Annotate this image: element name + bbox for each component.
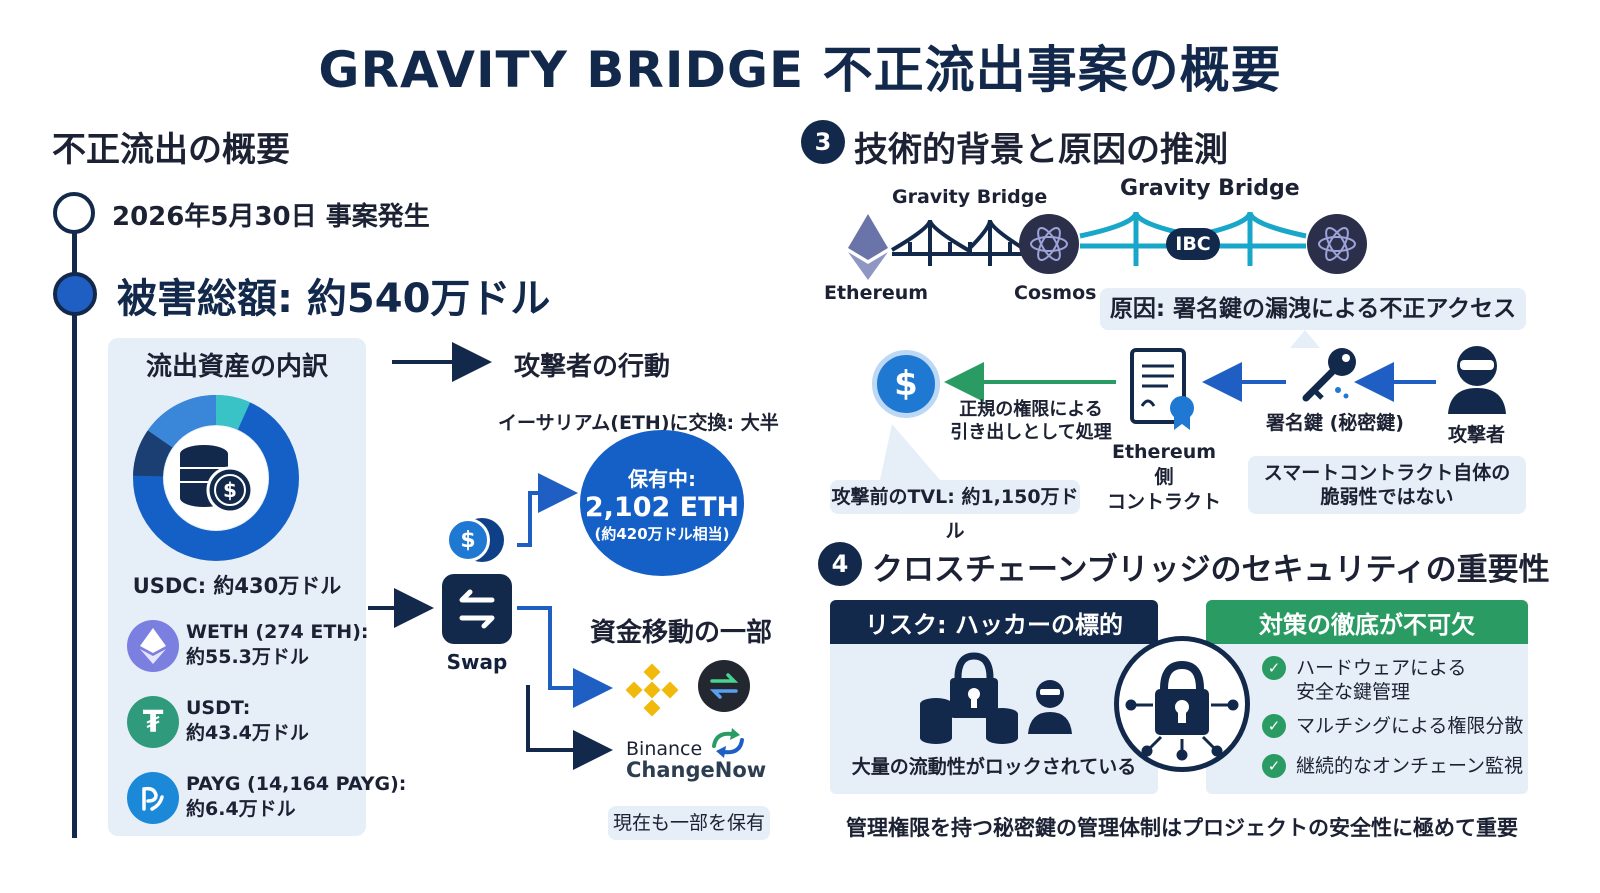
contract-document-icon [1128,346,1198,430]
page-title: GRAVITY BRIDGE 不正流出事案の概要 [318,41,1282,99]
check-icon: ✓ [1262,754,1286,778]
measure-item: ✓ ハードウェアによる 安全な鍵管理 [1262,656,1524,704]
check-icon: ✓ [1262,656,1286,680]
not-vuln-line1: スマートコントラクト自体の [1263,462,1511,484]
risk-caption: 大量の流動性がロックされている [851,756,1137,778]
usdc-amount: USDC: 約430万ドル [132,574,342,598]
coin-stack-icon: $ [180,445,254,514]
total-damage: 被害総額: 約540万ドル [117,276,551,322]
withdraw-text: 正規の権限による 引き出しとして処理 [948,398,1114,444]
contract-label: Ethereum側 コントラクト [1104,440,1224,515]
movement-heading: 資金移動の一部 [590,618,773,648]
ethereum-icon [127,620,179,672]
usd-coins-icon: $ [446,518,504,564]
measure-text: ハードウェアによる 安全な鍵管理 [1296,657,1467,703]
cause-flow-arrows [880,330,1436,480]
measures-header: 対策の徹底が不可欠 [1206,600,1528,644]
tether-icon: ₮ [127,696,179,748]
incident-date: 2026年5月30日 事案発生 [112,202,430,232]
holding-usd: (約420万ドル相当) [594,524,730,543]
withdraw-line2: 引き出しとして処理 [950,422,1112,443]
ethereum-label: Ethereum [824,282,929,304]
changenow-text: ChangeNow [626,758,767,782]
section3-heading: 技術的背景と原因の推測 [854,130,1228,170]
changenow-label: ChangeNow [626,758,766,782]
asset-usdt-name: USDT: [186,697,251,719]
measure-item: ✓ 継続的なオンチェーン監視 [1262,754,1524,778]
cosmos-label: Cosmos [1014,282,1097,304]
asset-payg-value: 約6.4万ドル [186,798,296,820]
check-icon: ✓ [1262,714,1286,738]
still-holding-badge: 現在も一部を保有 [608,806,770,840]
cosmos-logo-right [1307,214,1367,274]
not-vuln-line2: 脆弱性ではない [1320,486,1454,508]
measure-item: ✓ マルチシグによる権限分散 [1262,714,1524,738]
section3-number: 3 [801,120,845,164]
timeline-dot-open [53,192,95,234]
timeline-dot-filled [53,272,97,316]
asset-weth-name: WETH (274 ETH): [186,621,369,643]
measure-text: 継続的なオンチェーン監視 [1296,755,1524,777]
exchange-label: イーサリアム(ETH)に交換: 大半 [498,412,779,434]
contract-line2: コントラクト [1106,491,1221,513]
changenow-icon [698,660,750,712]
locked-liquidity-icon [920,652,1072,744]
measure-text: マルチシグによる権限分散 [1296,715,1524,737]
breakdown-heading: 流出資産の内訳 [145,352,328,382]
svg-text:$: $ [223,478,237,502]
swap-label: Swap [446,650,508,674]
bridge-diagram [848,211,1367,280]
overview-heading: 不正流出の概要 [52,130,290,170]
section4-number: 4 [818,542,862,586]
asset-donut-chart: $ [133,394,299,561]
not-vulnerable-box: スマートコントラクト自体の 脆弱性ではない [1248,456,1526,514]
teal-bridge [1079,211,1307,266]
key-label: 署名鍵 (秘密鍵) [1266,412,1404,434]
payg-icon [127,772,179,824]
measures-list: ✓ ハードウェアによる 安全な鍵管理 ✓ マルチシグによる権限分散 ✓ 継続的な… [1262,656,1524,778]
ethereum-logo [848,214,888,280]
attacker-heading: 攻撃者の行動 [514,352,671,382]
holding-eth: 2,102 ETH [584,491,740,523]
cause-box: 原因: 署名鍵の漏洩による不正アクセス [1100,288,1526,330]
hacker-icon [1444,342,1510,414]
swap-icon [442,574,512,644]
asset-usdt-value: 約43.4万ドル [186,722,309,744]
bridge-label-left: Gravity Bridge [892,186,1048,208]
cosmos-logo-left [1019,214,1079,274]
binance-label: Binance [626,738,703,760]
bridge-label-right: Gravity Bridge [1120,176,1300,201]
footer-note: 管理権限を持つ秘密鍵の管理体制はプロジェクトの安全性に極めて重要 [846,816,1518,840]
refresh-arrows-icon [710,728,746,758]
binance-icon [624,662,680,718]
section4-heading: クロスチェーンブリッジのセキュリティの重要性 [872,552,1550,588]
holding-circle: 保有中: 2,102 ETH (約420万ドル相当) [580,430,744,576]
attacker-label: 攻撃者 [1448,424,1506,446]
risk-header: リスク: ハッカーの標的 [830,600,1158,644]
holding-label: 保有中: [628,466,696,491]
asset-weth-value: 約55.3万ドル [186,646,309,668]
security-lock-icon [1114,636,1250,772]
attacker-flow-arrows [368,342,613,770]
contract-line1: Ethereum側 [1111,441,1217,488]
dark-bridge [890,219,1028,266]
tvl-box: 攻撃前のTVL: 約1,150万ドル [830,480,1080,542]
key-icon [1298,344,1362,404]
asset-payg-name: PAYG (14,164 PAYG): [186,773,407,795]
ibc-badge: IBC [1166,228,1220,260]
withdraw-line1: 正規の権限による [959,399,1103,420]
timeline-line [72,232,77,838]
stablecoin-icon: $ [872,350,940,418]
